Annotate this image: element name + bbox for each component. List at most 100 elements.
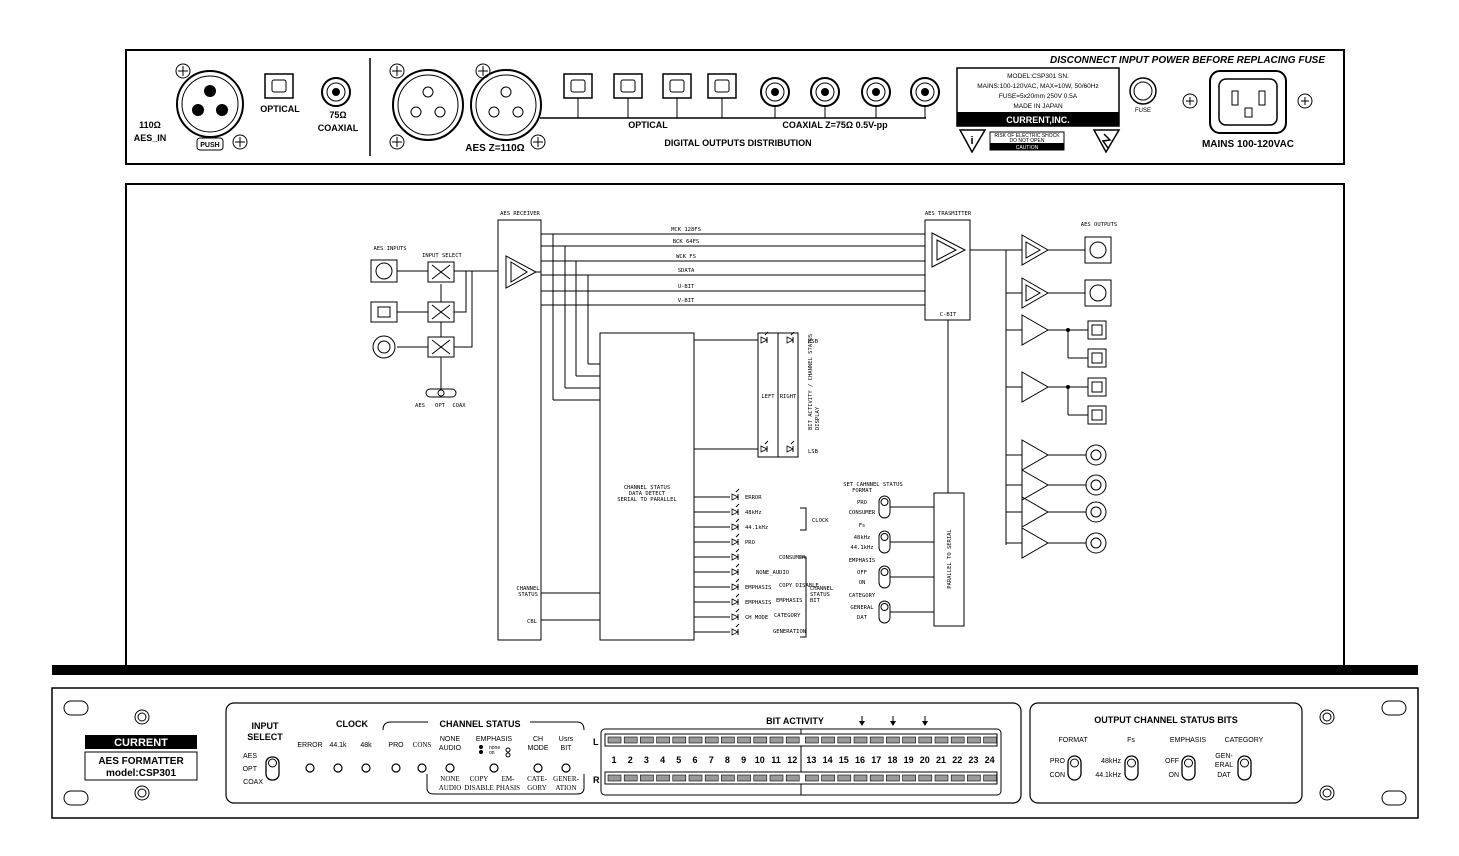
bus-label: U-BIT <box>678 284 695 290</box>
optical-out-port <box>1091 409 1103 421</box>
ch-mode-2: MODE <box>528 745 549 752</box>
bit-number: 10 <box>755 755 765 765</box>
model-box <box>84 751 198 781</box>
optical-out-jack <box>1087 320 1107 340</box>
coax-out-jack <box>1085 444 1107 466</box>
bit-led <box>967 736 981 744</box>
cs-detect-1: CHANNEL STATUS <box>624 485 670 491</box>
block-diagram: AES INPUTS INPUT SELECT AES OPT COAX AES… <box>125 183 1345 669</box>
set-cs-text: OFF <box>857 570 867 576</box>
cs-detect-3: SERIAL TO PARALLEL <box>617 497 677 503</box>
input-aes: AES <box>243 753 257 760</box>
set-cs-text: PRO <box>857 500 867 506</box>
status-led-label: NONE_AUDIO <box>756 570 789 576</box>
ocsb-toggle-lever <box>1127 758 1136 768</box>
bit-led <box>837 736 852 744</box>
aes-inputs-label: AES INPUTS <box>373 246 406 252</box>
aes-out-jack <box>1084 279 1112 307</box>
bit-led <box>769 736 784 744</box>
bit-led <box>869 736 884 744</box>
rack-screw-icon <box>134 709 150 725</box>
output-amp <box>1021 439 1050 471</box>
ch-mode-1: CH <box>533 736 543 743</box>
coax-out-ring <box>1090 479 1102 491</box>
input-select-switch[interactable] <box>265 756 280 781</box>
led-icon <box>731 568 739 576</box>
emph-on: ON <box>1169 772 1180 779</box>
bit-led <box>672 774 687 782</box>
output-amp <box>1021 277 1050 309</box>
ocsb-emphasis: EMPHASIS <box>1170 737 1207 744</box>
cs-detect-2: DATA DETECT <box>629 491 666 497</box>
aes-out-xlr-2 <box>470 69 542 141</box>
bus-label: BCK 64FS <box>673 239 700 245</box>
bit-led <box>886 736 900 744</box>
set-cs-lever <box>880 498 889 506</box>
led-ray <box>764 331 769 336</box>
coax-in-label-1: COAXIAL <box>318 123 359 133</box>
bit-led <box>967 774 981 782</box>
bit-number: 3 <box>644 755 649 765</box>
marker-arrow-icon <box>922 721 928 726</box>
output-amp <box>1021 496 1050 528</box>
cons-label: CONS <box>413 741 432 749</box>
screw-icons-rear <box>175 63 546 150</box>
node-dot <box>1066 385 1070 389</box>
coax-out-label: COAXIAL Z=75Ω 0.5V-pp <box>782 120 888 130</box>
sel-label-coax: COAX <box>452 403 466 409</box>
ocsb-toggle-switch[interactable] <box>1181 755 1196 781</box>
cs-bottom-label: ATION <box>556 784 577 792</box>
status-led-label: ERROR <box>745 495 762 501</box>
set-cs-switch <box>878 530 891 554</box>
ocsb-toggle-switch[interactable] <box>1124 755 1139 781</box>
screw-icon <box>530 134 546 150</box>
set-cs-text: GENERAL <box>850 605 874 611</box>
output-amp <box>1021 234 1050 266</box>
optical-out-port <box>1091 324 1103 336</box>
ocsb-toggle-switch[interactable] <box>1067 755 1082 781</box>
caution-line-1: RISK OF ELECTRIC SHOCK <box>994 133 1060 139</box>
bit-led <box>934 736 949 744</box>
bit-led <box>607 774 622 782</box>
set-cs-switch <box>878 495 891 519</box>
led-ray <box>790 440 795 445</box>
none-audio-2: AUDIO <box>439 745 462 752</box>
ocsb-fs: Fs <box>1127 737 1135 744</box>
bit-led <box>805 774 819 782</box>
label-brand: CURRENT,INC. <box>1006 115 1070 125</box>
ocsb-toggle-switch[interactable] <box>1237 755 1252 781</box>
aes-out-label: AES Z=110Ω <box>465 143 524 154</box>
cs-right-cat: CATEGORY <box>774 613 801 619</box>
set-cs-text: Fs <box>859 523 866 529</box>
coax-out-ring <box>815 82 835 102</box>
bit-number: 24 <box>985 755 995 765</box>
set-cs-switch <box>878 600 891 624</box>
bit-number: 15 <box>839 755 849 765</box>
bit-led <box>656 736 670 744</box>
input-select-1: INPUT <box>252 721 280 731</box>
cs-right-emph: EMPHASIS <box>776 598 803 604</box>
bit-number: 11 <box>771 755 781 765</box>
fuse-holder: FUSE <box>1129 77 1157 114</box>
cs-bit-2: STATUS <box>810 592 830 598</box>
bit-led <box>950 774 965 782</box>
led-label-48: 48k <box>360 742 372 749</box>
coax-out-pin <box>872 88 880 96</box>
bit-led <box>623 736 638 744</box>
led-ray <box>735 593 740 598</box>
fs-441: 44.1kHz <box>1095 772 1121 779</box>
bit-led <box>704 774 719 782</box>
rack-screw-icon <box>1319 709 1335 725</box>
aes-transmitter-label: AES TRASMITTER <box>925 211 972 217</box>
cbl-label: CBL <box>527 619 538 625</box>
emph-off: OFF <box>1165 758 1179 765</box>
set-cs-text: 44.1kHz <box>850 545 873 551</box>
led-label-error: ERROR <box>297 742 322 749</box>
coax-out-ring <box>765 82 785 102</box>
bit-number: 19 <box>904 755 914 765</box>
front-top-bar <box>52 665 1418 675</box>
bit-led <box>821 736 835 744</box>
ocsb-toggle-lever <box>1070 758 1079 768</box>
bit-led <box>950 736 965 744</box>
led-icon <box>731 538 739 546</box>
